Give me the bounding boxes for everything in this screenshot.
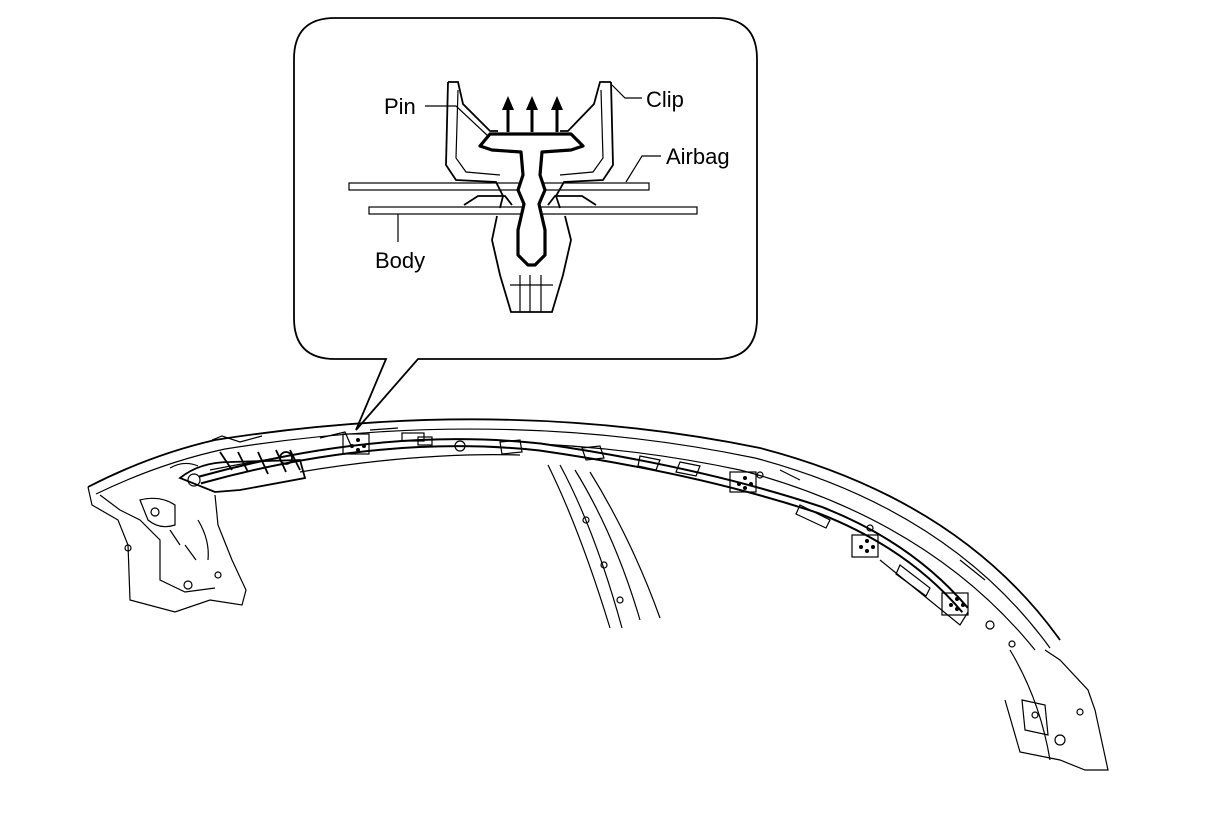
arrow-up-icon — [502, 96, 514, 132]
clip-marker — [729, 471, 757, 493]
clip-markers — [342, 433, 969, 616]
pin-label: Pin — [384, 94, 416, 119]
airbag-label: Airbag — [666, 144, 730, 169]
inflator-brackets — [169, 449, 307, 493]
clip-marker — [851, 534, 879, 558]
pull-up-arrows — [502, 96, 563, 132]
clip-marker — [342, 433, 370, 455]
leader-lines — [397, 84, 661, 242]
center-pillar — [547, 464, 661, 629]
roof-side-rail — [87, 418, 1109, 771]
clip-detail: Pin Clip Airbag Body — [348, 81, 730, 313]
rail-details — [319, 427, 1016, 648]
rear-pillar — [1004, 649, 1109, 771]
arrow-up-icon — [551, 96, 563, 132]
clip-shell — [445, 81, 614, 313]
clip-marker — [941, 592, 969, 616]
arrow-up-icon — [526, 96, 538, 132]
body-label: Body — [375, 248, 425, 273]
front-pillar — [87, 435, 263, 613]
pin — [478, 132, 585, 267]
curtain-airbag — [198, 438, 969, 626]
clip-label: Clip — [646, 87, 684, 112]
